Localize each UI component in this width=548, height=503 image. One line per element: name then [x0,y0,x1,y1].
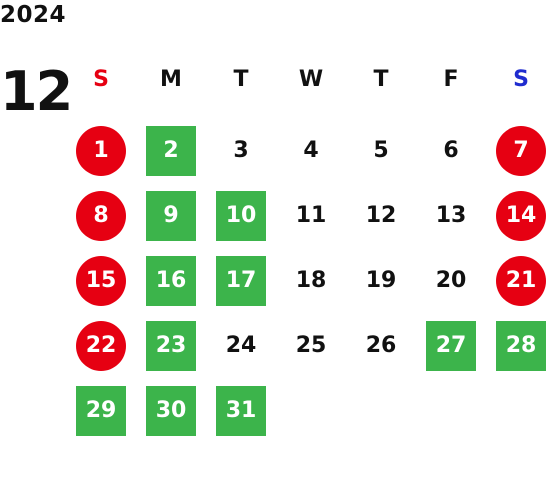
calendar-month: 12 [0,60,73,123]
day-cell: 10 [206,183,276,248]
day-number-red: 8 [76,190,126,241]
day-number-red: 1 [76,125,126,176]
day-number-red: 14 [496,190,546,241]
day-cell: 18 [276,248,346,313]
day-number-plain: 13 [435,203,467,228]
day-cell: 9 [136,183,206,248]
day-number-green: 10 [216,190,266,241]
day-number-green: 17 [216,255,266,306]
day-number-plain: 20 [435,268,467,293]
day-cell: 7 [486,118,548,183]
day-cell: 21 [486,248,548,313]
day-cell: 17 [206,248,276,313]
day-number-plain: 4 [303,138,319,163]
day-number-plain: 12 [365,203,397,228]
day-cell: 12 [346,183,416,248]
day-cell: 24 [206,313,276,378]
weekday-header-weekday: W [298,67,324,92]
day-cell: 22 [66,313,136,378]
day-cell: 14 [486,183,548,248]
day-number-plain: 6 [443,138,459,163]
day-number-plain: 18 [295,268,327,293]
day-number-green: 28 [496,320,546,371]
day-cell: 20 [416,248,486,313]
day-number-green: 30 [146,385,196,436]
day-number-red: 22 [76,320,126,371]
weekday-header-weekday: T [233,67,249,92]
day-cell: 29 [66,378,136,443]
day-number-plain: 19 [365,268,397,293]
day-cell: 19 [346,248,416,313]
day-cell: 5 [346,118,416,183]
day-number-green: 9 [146,190,196,241]
day-cell: 26 [346,313,416,378]
day-cell: 11 [276,183,346,248]
day-number-green: 16 [146,255,196,306]
day-number-red: 15 [76,255,126,306]
day-number-green: 27 [426,320,476,371]
day-number-green: 23 [146,320,196,371]
day-cell: 27 [416,313,486,378]
day-cell: 30 [136,378,206,443]
day-cell: 3 [206,118,276,183]
day-number-red: 21 [496,255,546,306]
day-cell: 23 [136,313,206,378]
weekday-header-weekday: M [160,67,182,92]
day-number-plain: 25 [295,333,327,358]
day-number-plain: 3 [233,138,249,163]
day-cell: 1 [66,118,136,183]
day-cell: 6 [416,118,486,183]
day-number-red: 7 [496,125,546,176]
day-cell: 15 [66,248,136,313]
day-number-green: 29 [76,385,126,436]
day-cell: 31 [206,378,276,443]
day-cell: 4 [276,118,346,183]
day-cell: 28 [486,313,548,378]
day-number-green: 31 [216,385,266,436]
day-number-plain: 11 [295,203,327,228]
calendar-year: 2024 [0,2,67,28]
day-number-plain: 24 [225,333,257,358]
weekday-header-sunday: S [93,67,109,92]
weekday-header-weekday: T [373,67,389,92]
day-cell: 13 [416,183,486,248]
day-number-plain: 5 [373,138,389,163]
day-number-plain: 26 [365,333,397,358]
day-cell: 2 [136,118,206,183]
weekday-header-weekday: F [443,67,459,92]
day-cell: 8 [66,183,136,248]
weekday-header-saturday: S [513,67,529,92]
day-number-green: 2 [146,125,196,176]
day-cell: 25 [276,313,346,378]
day-cell: 16 [136,248,206,313]
